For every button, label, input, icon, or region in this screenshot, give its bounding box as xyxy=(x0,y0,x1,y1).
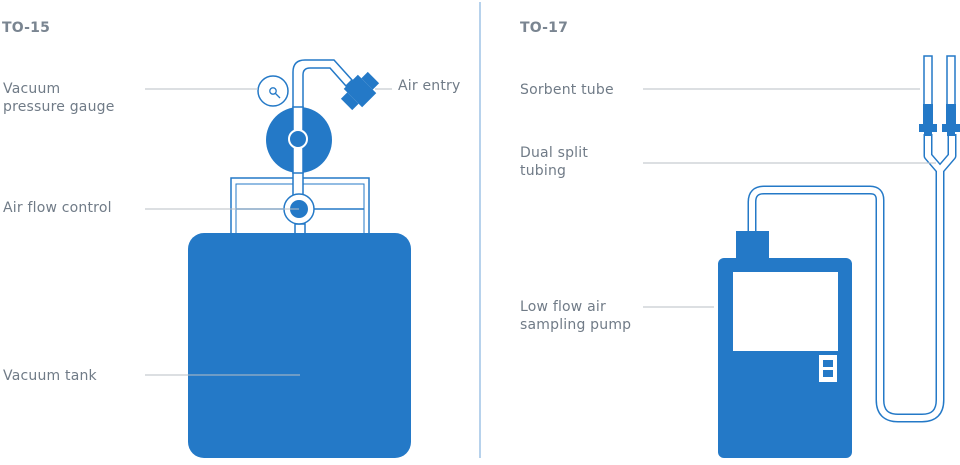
label-air-flow-control: Air flow control xyxy=(3,200,112,216)
vacuum-tank xyxy=(188,233,411,458)
to15-title: TO-15 xyxy=(2,20,51,36)
to15-canister-illustration xyxy=(188,59,411,458)
label-vacuum-tank: Vacuum tank xyxy=(3,368,97,384)
to15-leader-lines xyxy=(145,88,392,376)
sampling-tubing-inner xyxy=(749,134,955,421)
pump-button-outer xyxy=(819,355,837,382)
label-dual-split-tubing: Dual split tubing xyxy=(520,145,589,179)
label-sorbent-tube: Sorbent tube xyxy=(520,82,614,98)
air-entry-fitting xyxy=(340,71,380,111)
sorbent-tube-left xyxy=(919,55,937,136)
pump-screen xyxy=(733,272,838,351)
pump-button-bottom xyxy=(823,370,833,377)
to17-title: TO-17 xyxy=(520,20,569,36)
pressure-gauge-needle-hub xyxy=(269,87,277,95)
pump-button-top xyxy=(823,360,833,367)
sorbent-tube-right xyxy=(942,55,960,136)
label-air-entry: Air entry xyxy=(398,78,461,94)
label-low-flow-air-sampling-pump: Low flow air sampling pump xyxy=(520,299,632,333)
to17-leader-lines xyxy=(643,88,936,308)
label-vacuum-pressure-gauge: Vacuum pressure gauge xyxy=(3,81,115,115)
valve-disc-hub xyxy=(288,129,308,149)
pressure-gauge-needle xyxy=(274,92,281,99)
to17-pump-illustration xyxy=(718,55,960,458)
pressure-gauge-icon xyxy=(257,75,289,107)
pump-connector xyxy=(736,231,769,259)
